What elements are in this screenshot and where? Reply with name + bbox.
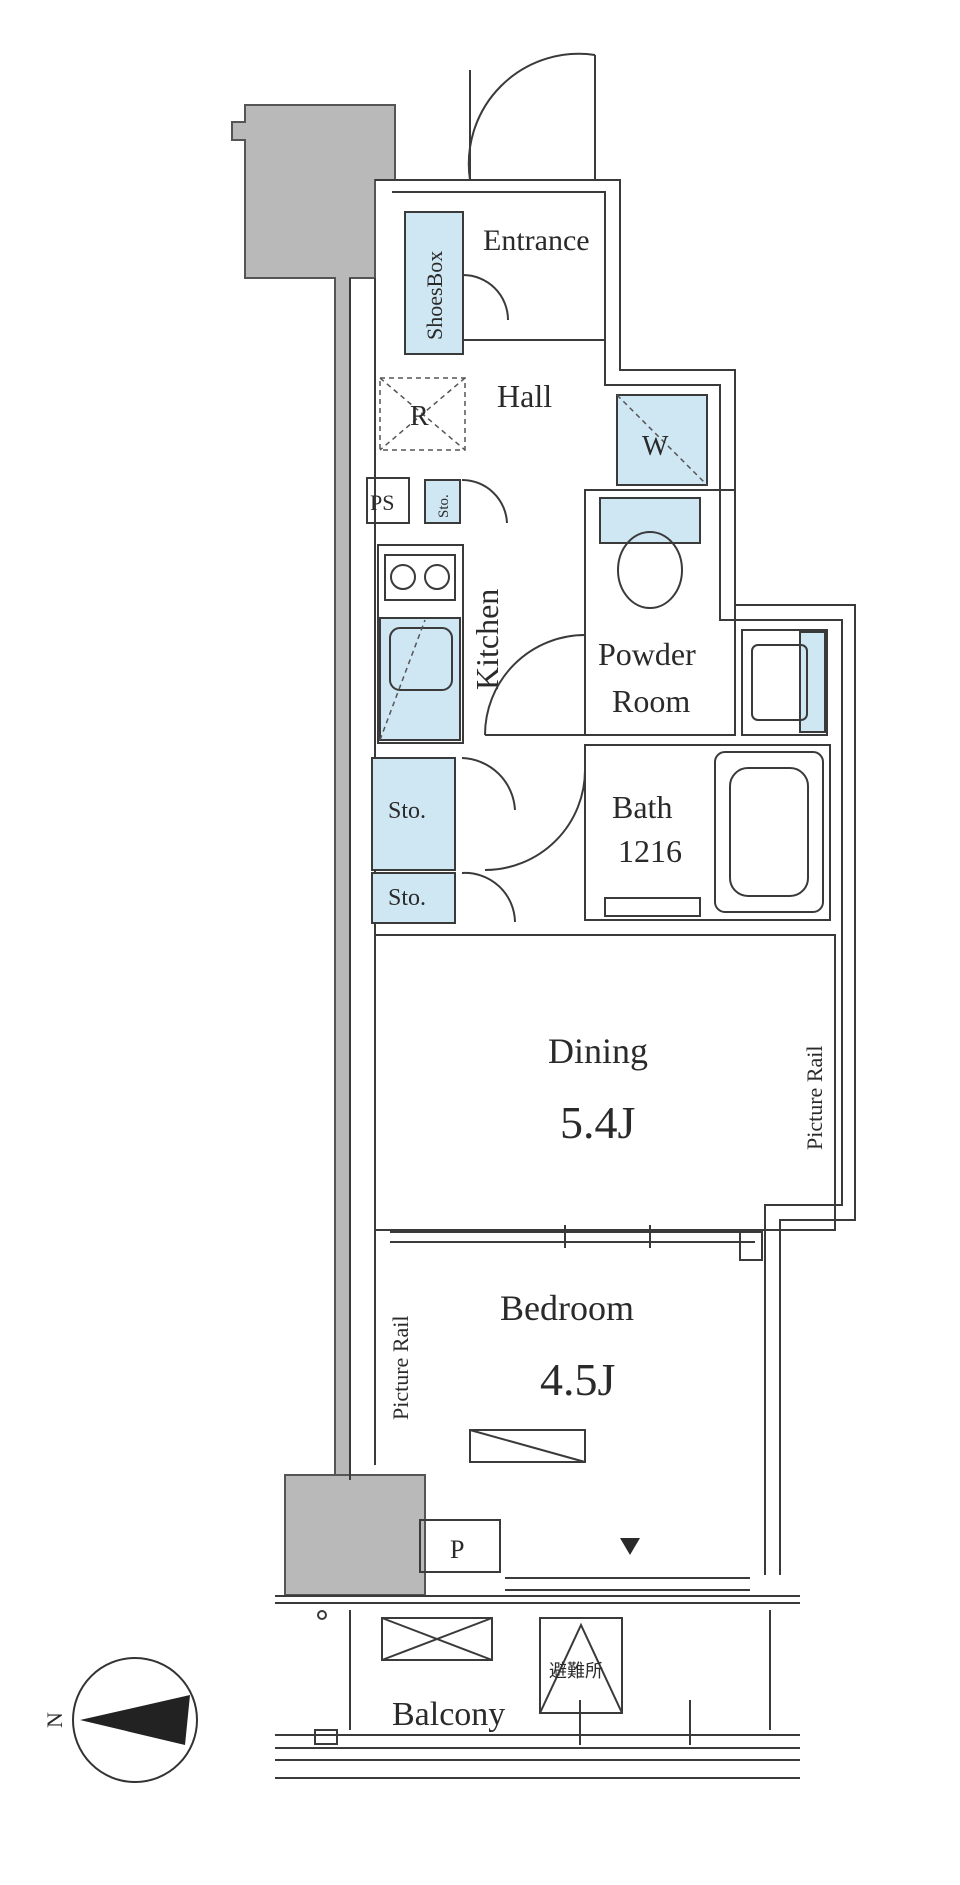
dining-room — [374, 934, 836, 1231]
dining-size: 5.4J — [560, 1097, 635, 1148]
column-top-left — [231, 104, 396, 1481]
kitchen-label: Kitchen — [469, 589, 505, 690]
storage-small-door — [461, 478, 508, 524]
bath-label: Bath — [612, 789, 672, 825]
balcony-label: Balcony — [392, 1696, 505, 1733]
pipe-box-label: P — [450, 1535, 464, 1564]
compass-icon: N — [42, 1657, 198, 1783]
bath-room — [584, 744, 831, 921]
powder-room — [584, 489, 736, 736]
storage-1 — [371, 757, 456, 871]
washbasin — [741, 629, 828, 736]
powder-room-label-2: Room — [612, 683, 690, 719]
powder-room-label-1: Powder — [598, 636, 696, 672]
storage-2 — [371, 872, 456, 924]
refrigerator-space — [379, 377, 466, 451]
evacuation-hatch-label: 避難所 — [549, 1661, 603, 1681]
storage-1-label: Sto. — [388, 798, 426, 824]
sliding-partition — [390, 1225, 763, 1261]
bathtub — [714, 751, 824, 913]
storage-small — [424, 479, 461, 524]
toilet-tank — [599, 497, 701, 544]
kitchen-counter — [377, 544, 464, 744]
entrance-door — [467, 52, 596, 181]
shoes-box-door — [462, 274, 509, 321]
pipe-box — [419, 1519, 501, 1573]
bath-size: 1216 — [618, 833, 682, 869]
balcony-railing — [275, 1610, 800, 1779]
storage-1-door — [461, 757, 516, 811]
washer-label: W — [642, 431, 669, 462]
stove — [384, 554, 456, 601]
shoes-box — [404, 211, 464, 355]
refrigerator-label: R — [410, 401, 429, 432]
bedroom-window-unit — [469, 1429, 586, 1463]
bedroom-label: Bedroom — [500, 1288, 634, 1328]
entrance-label: Entrance — [483, 224, 590, 257]
picture-rail-dining: Picture Rail — [802, 1046, 827, 1150]
balcony-window — [505, 1538, 750, 1591]
hall-label: Hall — [497, 378, 552, 414]
pipe-space — [366, 477, 410, 524]
compass-north-label: N — [42, 1712, 67, 1728]
storage-2-label: Sto. — [388, 885, 426, 911]
dining-door — [484, 769, 586, 871]
shoes-box-label: ShoesBox — [422, 251, 447, 340]
picture-rail-bedroom: Picture Rail — [388, 1316, 413, 1420]
outdoor-unit — [381, 1617, 493, 1661]
powder-room-door — [484, 634, 586, 736]
pipe-space-label: PS — [370, 490, 394, 515]
storage-2-door — [461, 871, 516, 923]
storage-small-label: Sto. — [436, 494, 452, 518]
dining-label: Dining — [548, 1031, 648, 1071]
toilet-bowl — [617, 531, 683, 609]
kitchen-sink — [379, 617, 461, 741]
bedroom-size: 4.5J — [540, 1354, 615, 1405]
column-bottom-left — [284, 1474, 426, 1596]
